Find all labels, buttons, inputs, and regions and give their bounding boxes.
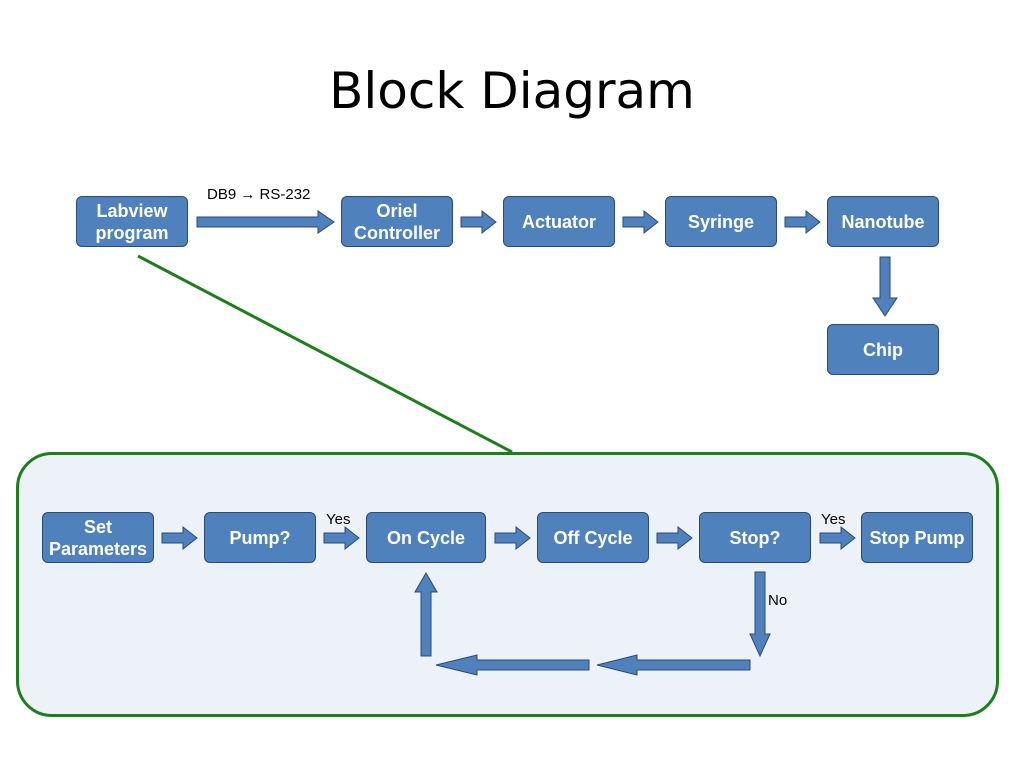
chip-block: Chip — [827, 324, 939, 375]
arrow-actuator-syringe — [622, 209, 659, 235]
syringe-block: Syringe — [665, 196, 777, 247]
pump-decision-block: Pump? — [204, 512, 316, 563]
yes-label-pump: Yes — [326, 511, 351, 528]
actuator-block: Actuator — [503, 196, 615, 247]
arrow-oncycle-offcycle — [494, 525, 531, 551]
stop-decision-block: Stop? — [699, 512, 811, 563]
arrow-stop-down — [749, 571, 771, 658]
arrow-labview-oriel — [196, 210, 335, 234]
arrow-stop-stoppump — [819, 525, 856, 551]
arrow-offcycle-stop — [656, 525, 693, 551]
db9-rs232-label: DB9 → RS-232 — [207, 186, 311, 203]
nanotube-block: Nanotube — [827, 196, 939, 247]
arrow-oriel-actuator — [460, 209, 497, 235]
no-label-stop: No — [768, 592, 788, 609]
arrow-syringe-nanotube — [784, 209, 821, 235]
detail-panel — [16, 452, 999, 717]
stop-pump-block: Stop Pump — [861, 512, 973, 563]
arrow-loop-left-1 — [596, 654, 751, 676]
labview-program-block: Labview program — [76, 196, 188, 247]
set-parameters-block: Set Parameters — [42, 512, 154, 563]
arrow-setparams-pump — [161, 525, 198, 551]
off-cycle-block: Off Cycle — [537, 512, 649, 563]
arrow-loop-left-2 — [435, 654, 590, 676]
zoom-connector-line — [137, 254, 513, 454]
on-cycle-block: On Cycle — [366, 512, 486, 563]
arrow-pump-oncycle — [323, 525, 360, 551]
oriel-controller-block: Oriel Controller — [341, 196, 453, 247]
yes-label-stop: Yes — [821, 511, 846, 528]
arrow-nanotube-chip — [872, 256, 898, 317]
arrow-loop-up — [414, 572, 438, 657]
page-title: Block Diagram — [329, 62, 695, 120]
